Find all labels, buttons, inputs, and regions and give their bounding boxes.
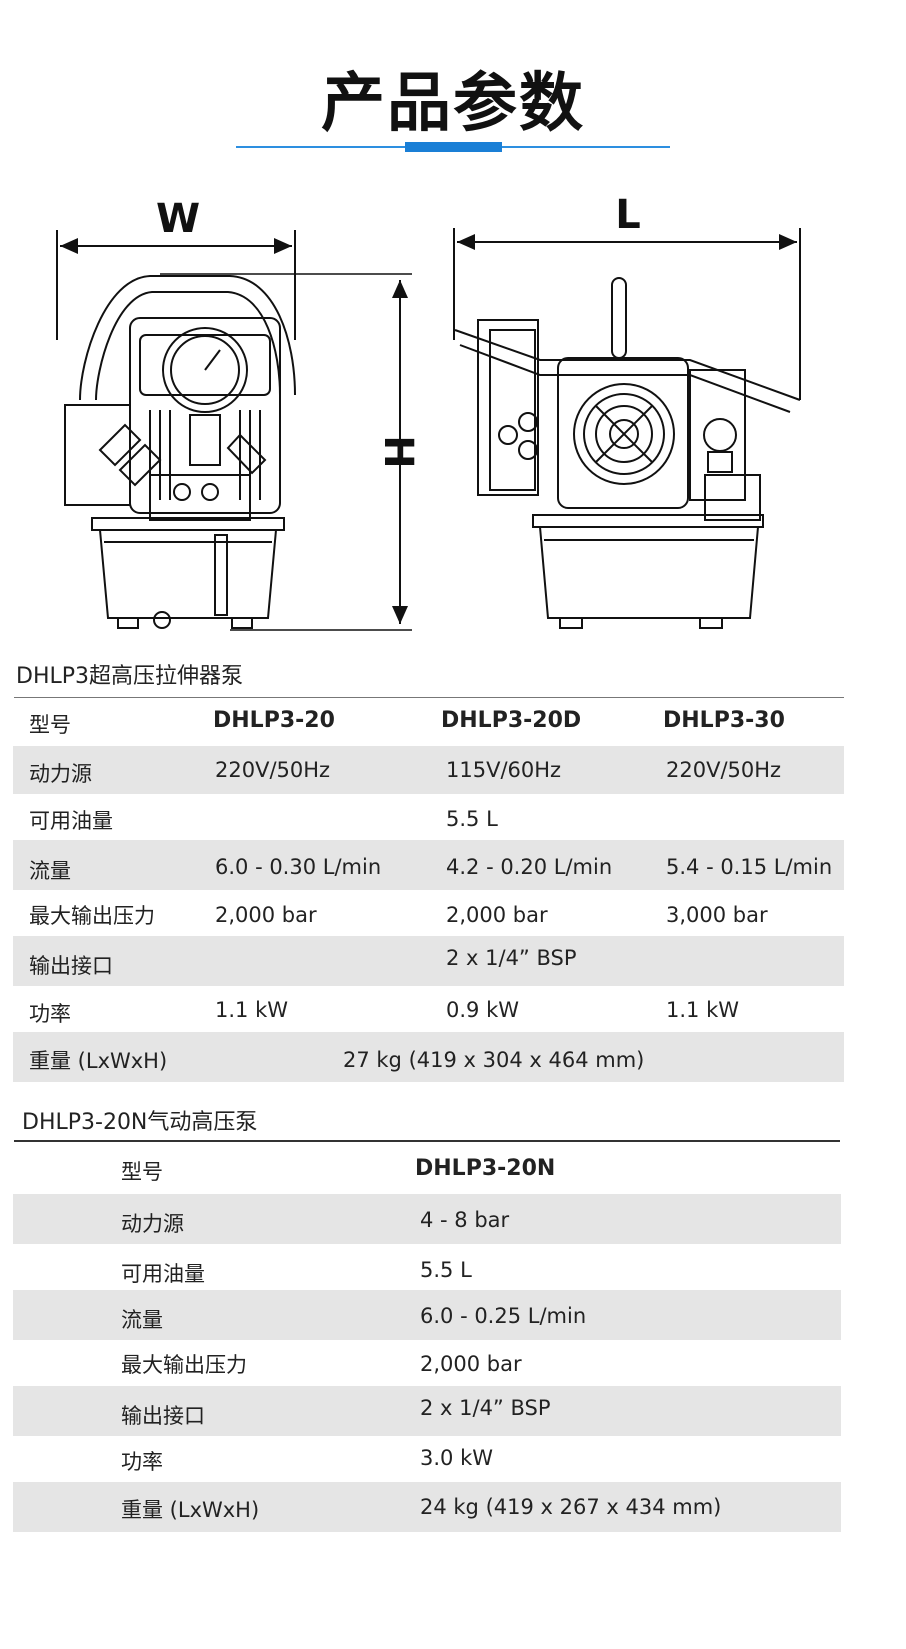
table-row: 可用油量 5.5 L <box>13 794 844 840</box>
row-value: 5.5 L <box>446 807 498 831</box>
row-label: 动力源 <box>29 762 92 786</box>
row-label: 流量 <box>121 1308 163 1332</box>
row-value: 220V/50Hz <box>215 758 331 782</box>
row-value: 4.2 - 0.20 L/min <box>446 855 613 879</box>
row-label: 重量 (LxWxH) <box>121 1498 260 1522</box>
table1-header-model-label: 型号 <box>29 713 71 737</box>
table1-header-model-3: DHLP3-30 <box>663 708 785 733</box>
row-value: 2 x 1/4” BSP <box>420 1396 551 1420</box>
table1-top-rule <box>14 697 844 698</box>
row-value: 5.4 - 0.15 L/min <box>666 855 833 879</box>
row-value: 1.1 kW <box>215 998 288 1022</box>
row-value: 2,000 bar <box>420 1352 522 1376</box>
row-value: 27 kg (419 x 304 x 464 mm) <box>343 1048 645 1072</box>
table-row: 功率 3.0 kW <box>13 1436 841 1482</box>
title-underline-accent <box>405 142 502 152</box>
row-label: 动力源 <box>121 1212 184 1236</box>
table-row: 最大输出压力 2,000 bar <box>13 1340 841 1386</box>
row-value: 3.0 kW <box>420 1446 493 1470</box>
row-value: 6.0 - 0.25 L/min <box>420 1304 587 1328</box>
row-label: 功率 <box>121 1450 163 1474</box>
table1-header-model-2: DHLP3-20D <box>441 708 582 733</box>
row-value: 2,000 bar <box>446 903 548 927</box>
table-row: 最大输出压力 2,000 bar 2,000 bar 3,000 bar <box>13 890 844 936</box>
table-row: 输出接口 2 x 1/4” BSP <box>13 936 844 986</box>
row-value: 1.1 kW <box>666 998 739 1022</box>
table1-header-row: 型号 DHLP3-20 DHLP3-20D DHLP3-30 <box>13 698 844 746</box>
row-label: 最大输出压力 <box>121 1353 247 1377</box>
table2-header-model-label: 型号 <box>121 1160 163 1184</box>
row-value: 5.5 L <box>420 1258 472 1282</box>
table-row: 重量 (LxWxH) 24 kg (419 x 267 x 434 mm) <box>13 1482 841 1532</box>
row-value: 2,000 bar <box>215 903 317 927</box>
table-row: 流量 6.0 - 0.30 L/min 4.2 - 0.20 L/min 5.4… <box>13 840 844 890</box>
table1-section-title: DHLP3超高压拉伸器泵 <box>16 664 244 689</box>
table2-header-model-1: DHLP3-20N <box>415 1156 556 1181</box>
row-label: 可用油量 <box>121 1262 205 1286</box>
row-label: 最大输出压力 <box>29 904 155 928</box>
table-row: 动力源 4 - 8 bar <box>13 1194 841 1244</box>
table1-header-model-1: DHLP3-20 <box>213 708 335 733</box>
table2-header-row: 型号 DHLP3-20N <box>13 1142 841 1194</box>
row-value: 0.9 kW <box>446 998 519 1022</box>
table1: 型号 DHLP3-20 DHLP3-20D DHLP3-30 动力源 220V/… <box>13 698 844 1082</box>
dimension-h-label: H <box>375 435 421 468</box>
row-value: 2 x 1/4” BSP <box>446 946 577 970</box>
table2-section-title: DHLP3-20N气动高压泵 <box>22 1110 258 1135</box>
table-row: 流量 6.0 - 0.25 L/min <box>13 1290 841 1340</box>
row-value: 115V/60Hz <box>446 758 562 782</box>
row-label: 流量 <box>29 859 71 883</box>
row-value: 220V/50Hz <box>666 758 782 782</box>
row-label: 重量 (LxWxH) <box>29 1049 168 1073</box>
pump-dimension-drawing: W L H <box>56 192 801 631</box>
row-label: 功率 <box>29 1002 71 1026</box>
table-row: 可用油量 5.5 L <box>13 1244 841 1290</box>
row-label: 可用油量 <box>29 809 113 833</box>
page-title: 产品参数 <box>321 67 585 141</box>
row-label: 输出接口 <box>121 1404 205 1428</box>
table-row: 功率 1.1 kW 0.9 kW 1.1 kW <box>13 986 844 1032</box>
table-row: 输出接口 2 x 1/4” BSP <box>13 1386 841 1436</box>
row-value: 6.0 - 0.30 L/min <box>215 855 382 879</box>
dimension-l-label: L <box>615 192 641 238</box>
table2: 型号 DHLP3-20N 动力源 4 - 8 bar 可用油量 5.5 L 流量… <box>13 1142 841 1532</box>
row-label: 输出接口 <box>29 954 113 978</box>
table2-top-rule <box>14 1140 840 1142</box>
dimension-w-label: W <box>156 196 200 242</box>
row-value: 3,000 bar <box>666 903 768 927</box>
table-row: 重量 (LxWxH) 27 kg (419 x 304 x 464 mm) <box>13 1032 844 1082</box>
table-row: 动力源 220V/50Hz 115V/60Hz 220V/50Hz <box>13 746 844 794</box>
row-value: 4 - 8 bar <box>420 1208 510 1232</box>
row-value: 24 kg (419 x 267 x 434 mm) <box>420 1495 722 1519</box>
